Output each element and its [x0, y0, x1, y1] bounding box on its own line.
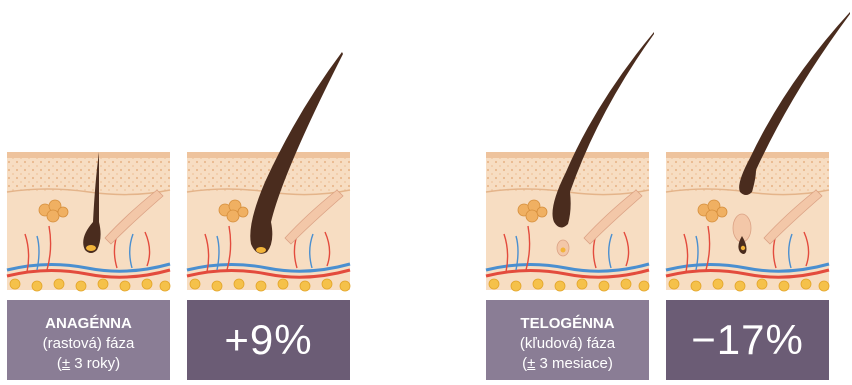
duration-text: 3 mesiace: [535, 355, 608, 372]
telogen-phase-label: TELOGÉNNA (kľudová) fáza (± 3 mesiace): [486, 300, 649, 380]
phase-title: ANAGÉNNA: [7, 314, 170, 334]
phase-duration: (± 3 mesiace): [486, 354, 649, 374]
duration-text: 3 roky: [70, 355, 115, 372]
skin-illustration-telogen-shedding: [666, 152, 829, 290]
skin-illustration-telogen: [486, 152, 649, 290]
phase-title: TELOGÉNNA: [486, 314, 649, 334]
telogen-change-percent: −17%: [666, 300, 829, 380]
phase-subtitle: (rastová) fáza: [7, 334, 170, 354]
phase-duration: (± 3 roky): [7, 354, 170, 374]
phase-subtitle: (kľudová) fáza: [486, 334, 649, 354]
plus-minus: ±: [62, 355, 70, 372]
anagen-phase-label: ANAGÉNNA (rastová) fáza (± 3 roky): [7, 300, 170, 380]
skin-illustration-anagen: [7, 152, 170, 290]
anagen-change-percent: +9%: [187, 300, 350, 380]
skin-illustration-anagen-growth: [187, 152, 350, 290]
